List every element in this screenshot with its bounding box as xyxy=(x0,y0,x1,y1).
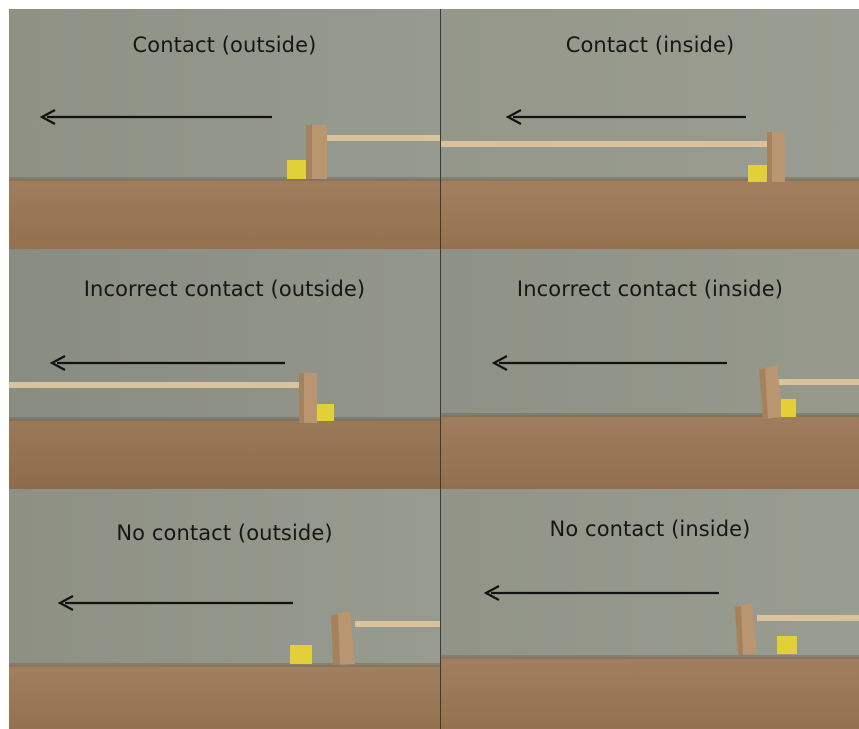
floor xyxy=(9,179,440,249)
floor xyxy=(441,179,859,249)
scene-incorrect-contact-inside xyxy=(441,249,859,489)
arrow-head xyxy=(57,595,74,611)
wooden-block-shade xyxy=(331,614,340,665)
floor-edge xyxy=(9,177,440,181)
wooden-block-shade xyxy=(759,368,768,419)
panel-no-contact-inside: No contact (inside) xyxy=(441,489,859,729)
panel-caption: Contact (inside) xyxy=(565,33,735,57)
wall xyxy=(9,489,440,667)
floor xyxy=(9,419,440,489)
floor xyxy=(441,415,859,489)
sponge xyxy=(317,404,334,421)
rod xyxy=(355,621,440,627)
wall xyxy=(9,249,440,421)
arrow-head xyxy=(505,109,522,125)
wall xyxy=(441,249,859,417)
floor xyxy=(9,665,440,729)
floor-edge xyxy=(9,417,440,421)
floor-edge xyxy=(441,655,859,659)
panel-contact-inside: Contact (inside) xyxy=(441,9,859,249)
panel-caption: No contact (outside) xyxy=(116,521,333,545)
rod xyxy=(777,379,859,385)
wooden-block-shade xyxy=(767,132,772,182)
floor-edge xyxy=(441,177,859,181)
vertical-divider xyxy=(440,9,441,729)
panel-incorrect-contact-outside: Incorrect contact (outside) xyxy=(9,249,440,489)
sponge xyxy=(777,636,797,654)
sponge xyxy=(290,645,312,664)
arrow-head xyxy=(491,355,508,371)
floor-edge xyxy=(9,663,440,667)
arrow-head xyxy=(49,355,66,371)
scene-no-contact-inside xyxy=(441,489,859,729)
wooden-block-shade xyxy=(306,125,312,179)
panel-contact-outside: Contact (outside) xyxy=(9,9,440,249)
scene-incorrect-contact-outside xyxy=(9,249,440,489)
panel-no-contact-outside: No contact (outside) xyxy=(9,489,440,729)
wooden-block-shade xyxy=(299,373,304,423)
scene-no-contact-outside xyxy=(9,489,440,729)
rod xyxy=(325,135,440,141)
wall xyxy=(9,9,440,181)
rod xyxy=(9,382,301,388)
wooden-block-shade xyxy=(735,606,743,655)
panel-caption: No contact (inside) xyxy=(549,517,751,541)
scene-contact-outside xyxy=(9,9,440,249)
arrow-head xyxy=(483,585,500,601)
wall xyxy=(441,9,859,181)
panel-caption: Incorrect contact (outside) xyxy=(83,277,366,301)
rod xyxy=(441,141,769,147)
arrow-head xyxy=(39,109,56,125)
panel-caption: Contact (outside) xyxy=(132,33,317,57)
sponge xyxy=(748,165,767,182)
sponge xyxy=(287,160,306,179)
panel-caption: Incorrect contact (inside) xyxy=(516,277,784,301)
rod xyxy=(757,615,859,621)
panel-incorrect-contact-inside: Incorrect contact (inside) xyxy=(441,249,859,489)
six-panel-figure: Contact (outside) xyxy=(9,9,859,729)
wall xyxy=(441,489,859,659)
sponge xyxy=(781,399,796,417)
floor xyxy=(441,657,859,729)
floor-edge xyxy=(441,413,859,417)
scene-contact-inside xyxy=(441,9,859,249)
